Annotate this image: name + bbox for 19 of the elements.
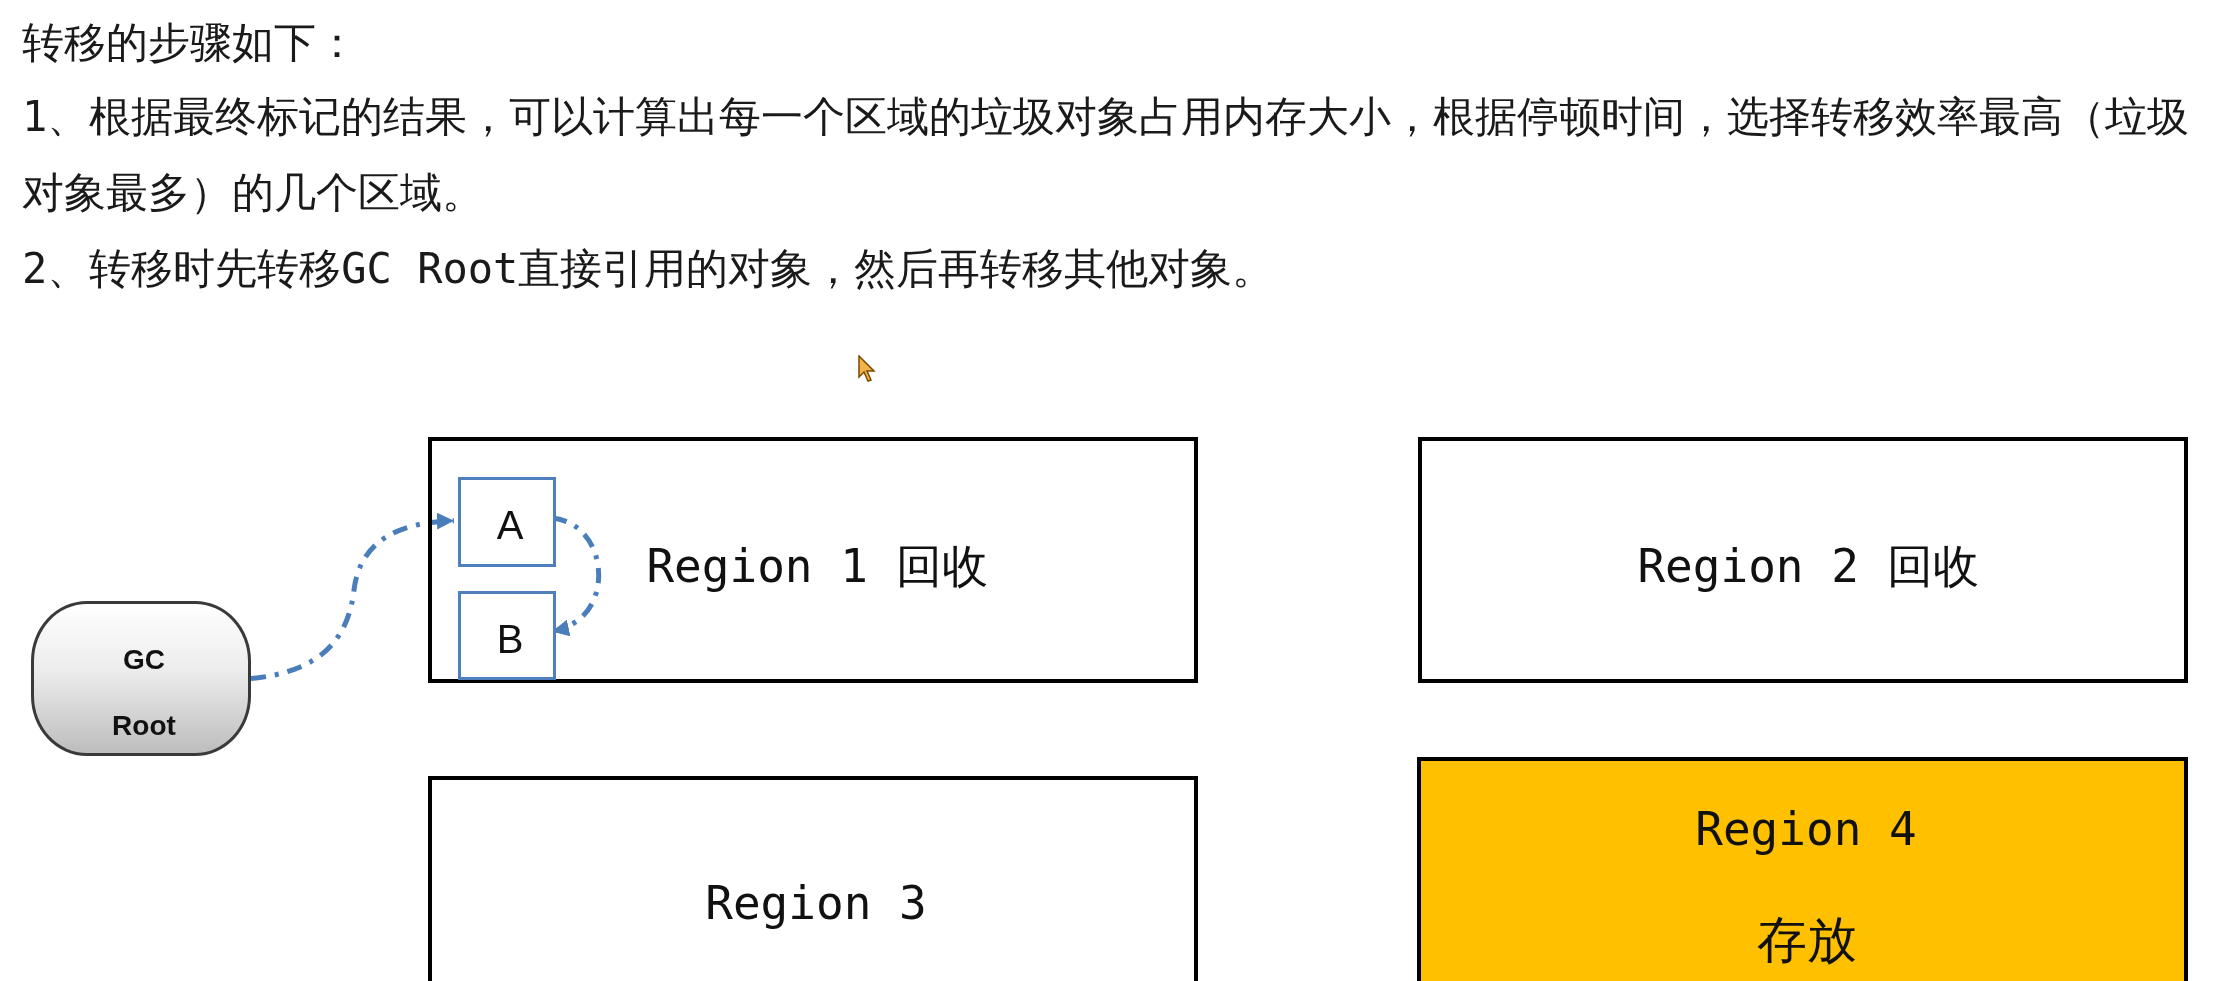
- region-box: [1418, 437, 2188, 683]
- step-text: 2、转移时先转移GC Root直接引用的对象，然后再转移其他对象。: [22, 243, 1276, 295]
- region-box: [1417, 757, 2188, 981]
- region-box: [428, 776, 1198, 981]
- rounded-node: [31, 601, 251, 756]
- region-label: Region 4: [1695, 802, 1917, 856]
- heading: 转移的步骤如下：: [22, 17, 358, 69]
- region-label: Region 2 回收: [1637, 539, 1979, 593]
- curved-arrow: [250, 513, 455, 681]
- object-box: [458, 591, 556, 680]
- node-label: GC Root: [111, 643, 177, 743]
- note-label: 存放: [1757, 912, 1857, 970]
- step-text: 1、根据最终标记的结果，可以计算出每一个区域的垃圾对象占用内存大小，根据停顿时间，选择转移效率最高（垃圾对象最多）的几个区域。: [22, 91, 2191, 219]
- region-label: Region 3: [705, 876, 927, 930]
- object-label: A: [496, 502, 524, 548]
- region-label: Region 1 回收: [646, 539, 988, 593]
- object-box: [458, 477, 556, 567]
- region-box: [428, 437, 1198, 683]
- object-label: B: [496, 616, 524, 662]
